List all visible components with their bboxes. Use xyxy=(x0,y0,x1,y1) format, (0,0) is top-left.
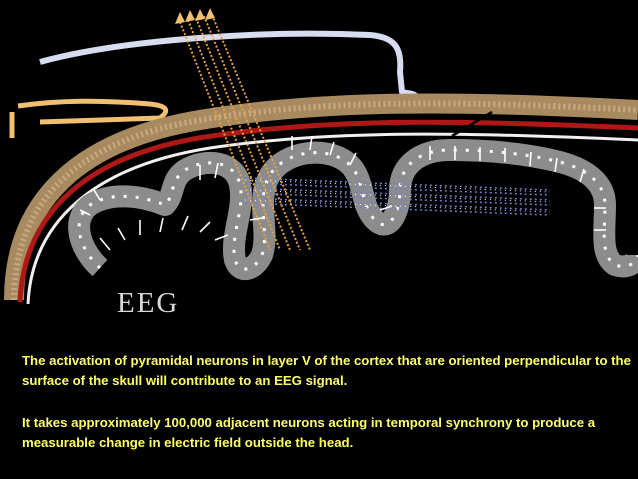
skin-edge xyxy=(17,98,169,125)
arachnoid-layer xyxy=(26,132,638,305)
pointer-line xyxy=(451,110,493,138)
caption-synchrony: It takes approximately 100,000 adjacent … xyxy=(22,415,596,450)
scalp-layer xyxy=(39,30,421,107)
eeg-cortex-diagram xyxy=(4,8,638,305)
horizontal-field-lines-white xyxy=(244,179,551,213)
eeg-label: EEG xyxy=(117,287,180,319)
eeg-electrode-wires xyxy=(179,14,311,251)
neuron-arrow-icons xyxy=(79,135,606,251)
dura-layer xyxy=(17,119,638,303)
skull-layer xyxy=(4,93,638,301)
electrode-arrowheads xyxy=(175,8,215,24)
cortex-texture xyxy=(77,148,638,271)
caption-activation: The activation of pyramidal neurons in l… xyxy=(22,353,631,388)
horizontal-field-lines xyxy=(244,177,551,216)
cortex-band xyxy=(68,139,638,280)
